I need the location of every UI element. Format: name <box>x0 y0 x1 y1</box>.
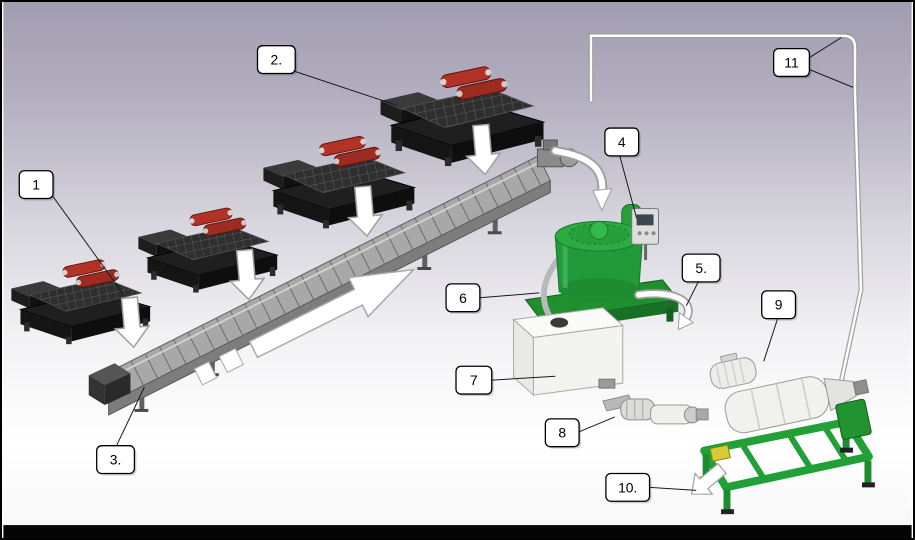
callout-label-1: 1 <box>32 177 40 193</box>
decanter-centrifuge <box>700 352 875 515</box>
callout-label-2: 2. <box>271 52 283 68</box>
screw-pump <box>602 394 709 425</box>
callout-label-4: 4 <box>618 134 626 150</box>
callout-label-10: 10. <box>618 479 637 495</box>
callout-label-7: 7 <box>470 372 478 388</box>
callout-8: 8 <box>544 416 616 449</box>
centrifuge-bowl <box>724 376 870 434</box>
vertical-cuttings-dryer <box>524 203 680 344</box>
callout-label-11: 11 <box>784 55 799 71</box>
callout-label-8: 8 <box>558 425 566 441</box>
callout-7: 7 <box>455 365 556 397</box>
callout-label-9: 9 <box>775 297 783 313</box>
flow-arrow-dryer-discharge <box>634 289 695 331</box>
bottom-bar <box>3 525 912 538</box>
callout-4: 4 <box>604 127 641 219</box>
centrifuge-motor <box>709 352 757 390</box>
callout-label-3: 3. <box>110 452 122 468</box>
callouts: 1 2. 3. 4 5. 6 <box>18 37 854 504</box>
dryer-feed-pipe <box>540 256 562 318</box>
callout-5: 5. <box>681 253 723 306</box>
dryer-control-panel <box>631 207 659 261</box>
callout-3: 3. <box>96 386 145 476</box>
flow-arrow-conveyor <box>193 268 416 386</box>
conveyor-discharge-chute <box>88 363 131 405</box>
collection-tank <box>512 307 624 397</box>
callout-1: 1 <box>18 170 125 297</box>
callout-11: 11 <box>772 37 854 88</box>
flow-arrow-to-dryer <box>550 145 613 212</box>
callout-label-6: 6 <box>459 290 467 306</box>
callout-label-5: 5. <box>695 260 707 276</box>
callout-2: 2. <box>256 45 397 106</box>
centrifuge-gear-guard <box>835 398 872 440</box>
callout-10: 10. <box>605 472 697 504</box>
callout-9: 9 <box>761 290 798 362</box>
callout-6: 6 <box>445 283 540 314</box>
centrifuge-junction-box <box>709 444 731 462</box>
